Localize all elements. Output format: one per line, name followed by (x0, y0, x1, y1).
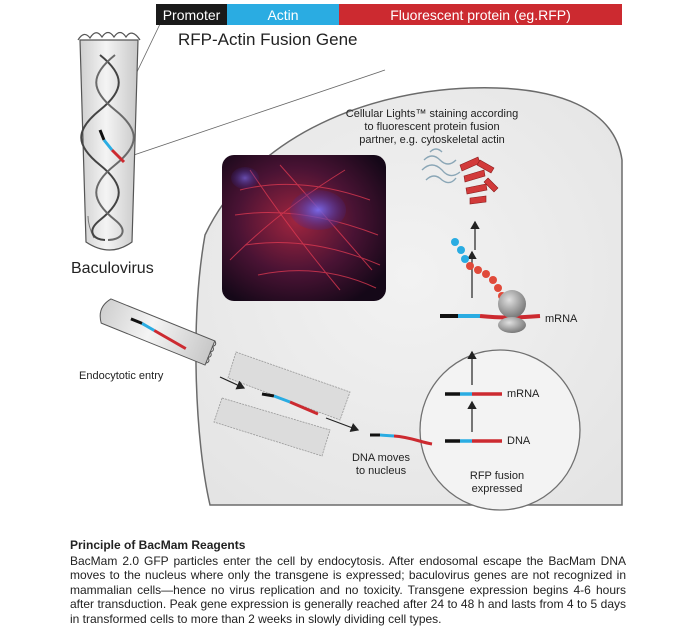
free-viral-dna (370, 433, 433, 446)
gene-title: RFP-Actin Fusion Gene (178, 30, 358, 49)
bacmam-diagram (77, 23, 623, 511)
arrow-to-nucleus (325, 417, 360, 432)
legend-actin: Actin (227, 4, 339, 25)
caption-body: BacMam 2.0 GFP particles enter the cell … (70, 553, 626, 626)
caption-title: Principle of BacMam Reagents (70, 538, 246, 552)
fluorescence-micrograph-image (222, 155, 386, 301)
dna-moves-label: DNA moves to nucleus (351, 452, 411, 477)
endocytosing-virus (99, 298, 217, 366)
rfp-fusion-label: RFP fusion expressed (469, 470, 525, 495)
mrna-ribosome-label: mRNA (545, 313, 578, 325)
mrna-nucleus-label: mRNA (507, 388, 540, 400)
nucleus (419, 349, 581, 511)
legend-promoter: Promoter (156, 4, 227, 25)
protein-ribbon-icon (421, 148, 499, 205)
figure-caption: Principle of BacMam Reagents BacMam 2.0 … (70, 538, 626, 627)
cellular-lights-label: Cellular Lights™ staining according to f… (345, 108, 519, 146)
baculovirus-label: Baculovirus (71, 260, 154, 277)
endocytotic-label: Endocytotic entry (79, 370, 164, 382)
endosome-vesicle (213, 351, 351, 457)
connector-line-bottom (124, 69, 386, 159)
baculovirus-capsule (77, 31, 141, 251)
dna-nucleus-label: DNA (507, 435, 531, 447)
gene-legend: Promoter Actin Fluorescent protein (eg.R… (156, 4, 622, 25)
legend-fluorescent: Fluorescent protein (eg.RFP) (339, 4, 622, 25)
arrow-entry (219, 376, 246, 390)
viral-dna-helix (80, 54, 135, 241)
ribosome-icon (440, 290, 541, 333)
